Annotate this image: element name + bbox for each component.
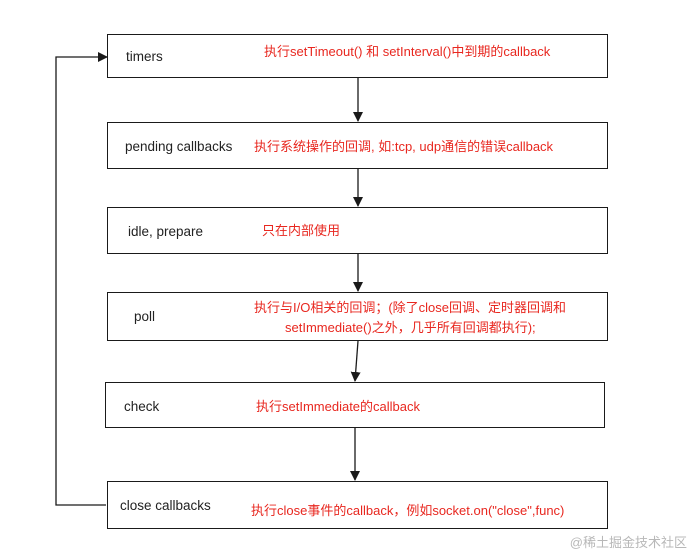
phase-description-pending-callbacks: 执行系统操作的回调, 如:tcp, udp通信的错误callback: [254, 139, 554, 154]
phase-description-check: 执行setImmediate的callback: [256, 399, 420, 414]
phase-box-check: [105, 382, 605, 428]
phase-label-close-callbacks: close callbacks: [120, 498, 211, 513]
phase-box-idle-prepare: [107, 207, 608, 254]
phase-label-poll: poll: [134, 309, 156, 324]
phase-description-timers: 执行setTimeout() 和 setInterval()中到期的callba…: [264, 44, 551, 59]
phase-box-pending-callbacks: [107, 122, 608, 169]
phase-description-idle-prepare: 只在内部使用: [262, 223, 341, 238]
watermark-text: @稀土掘金技术社区: [569, 535, 687, 550]
phase-box-poll: [107, 292, 608, 341]
phase-box-timers: [107, 34, 608, 78]
arrow-poll-to-check: [350, 340, 361, 382]
phase-label-timers: timers: [126, 49, 163, 64]
phase-label-check: check: [124, 399, 160, 414]
phase-description-poll-line-1: 执行与I/O相关的回调；(除了close回调、定时器回调和: [254, 300, 567, 315]
phase-box-close-callbacks: [107, 481, 608, 529]
phase-label-pending-callbacks: pending callbacks: [125, 139, 233, 154]
phase-label-idle-prepare: idle, prepare: [128, 224, 204, 239]
phase-description-poll-line-2: setImmediate()之外，几乎所有回调都执行);: [285, 320, 536, 335]
phase-description-close-callbacks: 执行close事件的callback，例如socket.on("close",f…: [251, 503, 565, 518]
arrow-close-to-timers-loop: [55, 52, 108, 506]
